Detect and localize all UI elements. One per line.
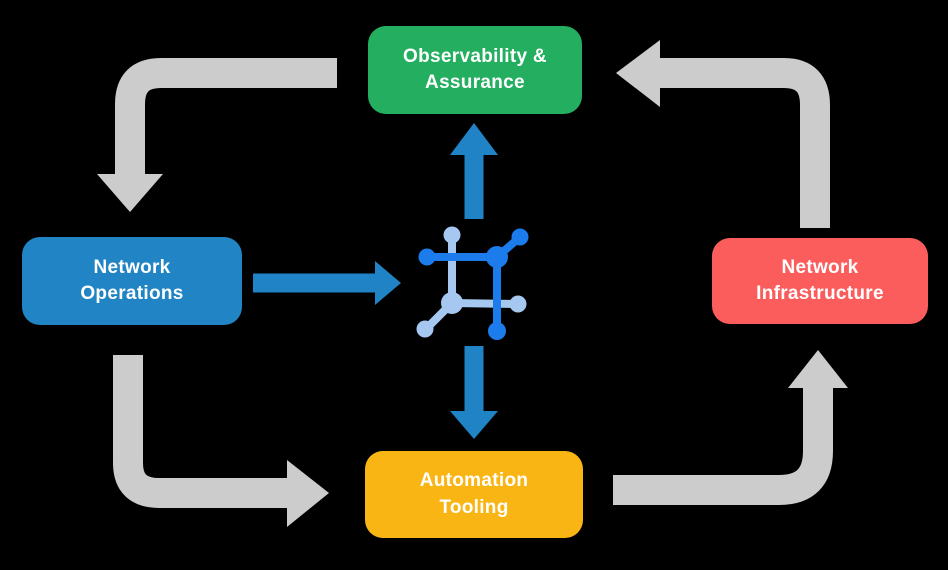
node-network-infrastructure-label: Network Infrastructure	[756, 256, 884, 304]
arrow-observability-to-operations	[97, 58, 337, 212]
network-hub-light-branches	[416, 226, 527, 338]
arrow-operations-to-hub	[253, 261, 401, 305]
node-network-infrastructure: Network Infrastructure	[712, 238, 928, 324]
node-observability-assurance-label: Observability & Assurance	[403, 45, 547, 93]
node-observability-assurance: Observability & Assurance	[368, 26, 582, 114]
arrow-hub-to-automation	[450, 346, 498, 439]
node-automation-tooling: Automation Tooling	[365, 451, 583, 538]
network-hub-icon	[416, 226, 529, 340]
node-network-operations-label: Network Operations	[80, 256, 184, 304]
network-hub-dark-branches	[418, 228, 529, 340]
arrow-infrastructure-to-observability	[616, 40, 830, 228]
node-automation-tooling-label: Automation Tooling	[419, 470, 529, 518]
node-network-operations: Network Operations	[22, 237, 242, 325]
arrow-operations-to-automation	[113, 355, 329, 527]
arrow-hub-to-observability	[450, 123, 498, 219]
arrow-automation-to-infrastructure	[613, 350, 848, 505]
